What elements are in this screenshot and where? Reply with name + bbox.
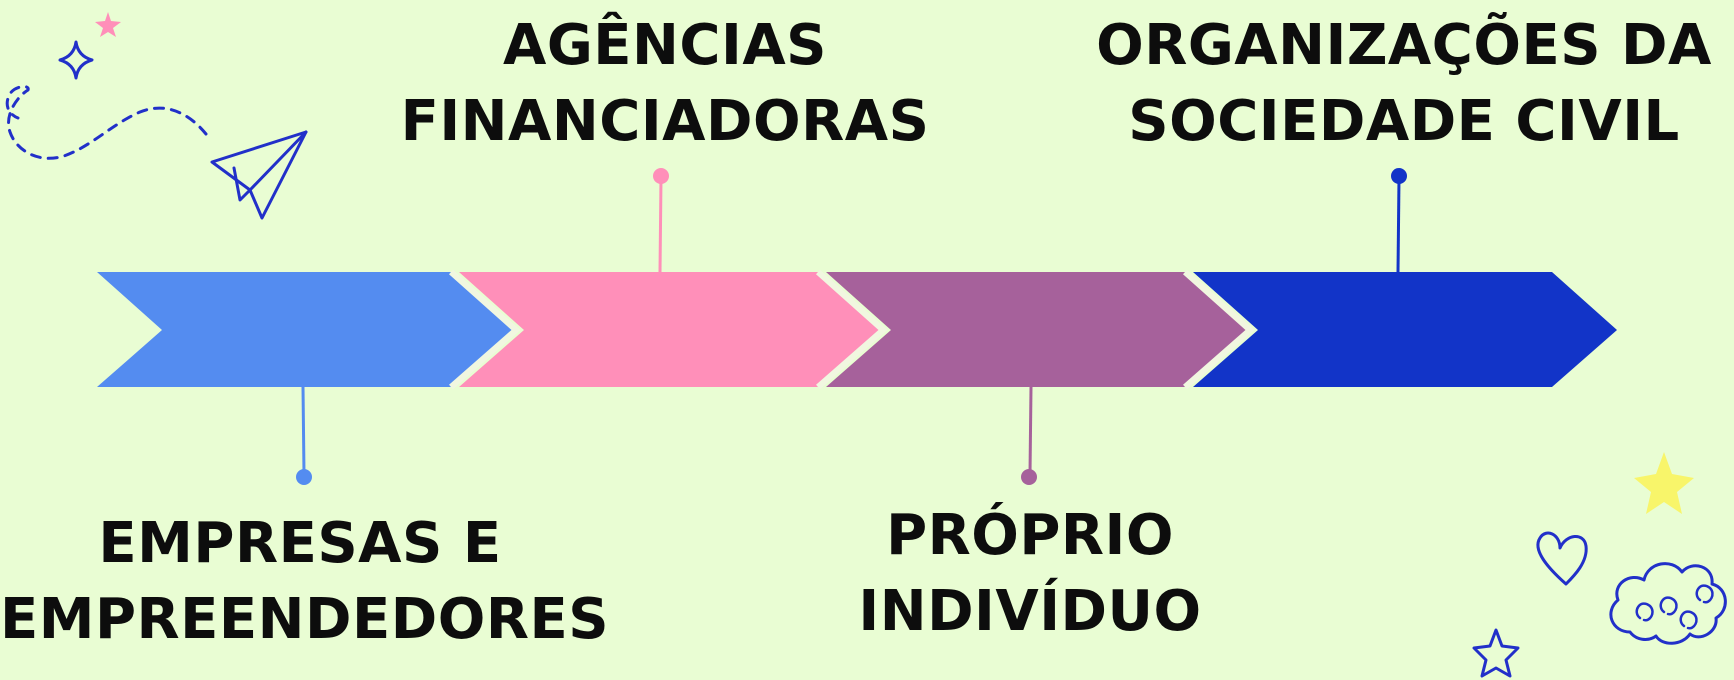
label-line: AGÊNCIAS bbox=[502, 13, 828, 78]
separator-line bbox=[1183, 269, 1255, 390]
outline-star-icon bbox=[1472, 628, 1520, 678]
cloud-swirls bbox=[1635, 584, 1714, 630]
label-line: ORGANIZAÇÕES DA bbox=[1096, 13, 1712, 78]
sparkle-icon bbox=[58, 40, 94, 80]
heart-icon bbox=[1536, 531, 1588, 586]
segment-agencias bbox=[459, 272, 883, 387]
label-agencias-financiadoras: AGÊNCIAS FINANCIADORAS bbox=[370, 8, 960, 160]
label-proprio-individuo: PRÓPRIO INDIVÍDUO bbox=[800, 498, 1260, 650]
yellow-star-icon bbox=[1634, 452, 1694, 514]
label-line: EMPREENDEDORES bbox=[0, 587, 610, 652]
connector-agencias bbox=[653, 168, 669, 273]
label-line: PRÓPRIO bbox=[886, 503, 1174, 568]
label-empresas-empreendedores: EMPRESAS E EMPREENDEDORES bbox=[0, 506, 610, 658]
separator-line bbox=[449, 269, 521, 390]
separator-line bbox=[816, 269, 888, 390]
connector-empresas bbox=[296, 386, 312, 485]
segment-proprio-individuo bbox=[826, 272, 1250, 387]
label-line: SOCIEDADE CIVIL bbox=[1128, 89, 1680, 154]
pink-star-icon bbox=[95, 12, 121, 37]
label-line: EMPRESAS E bbox=[98, 511, 502, 576]
paper-plane-icon bbox=[210, 130, 308, 220]
label-line: FINANCIADORAS bbox=[400, 89, 930, 154]
arrow-band bbox=[97, 269, 1617, 390]
cloud-icon bbox=[1609, 562, 1727, 645]
segment-empresas bbox=[97, 272, 516, 387]
connector-proprio bbox=[1021, 386, 1037, 485]
connector-organizacoes bbox=[1391, 168, 1407, 273]
label-organizacoes-sociedade-civil: ORGANIZAÇÕES DA SOCIEDADE CIVIL bbox=[1084, 8, 1724, 160]
dashed-trail-icon bbox=[5, 85, 208, 160]
segment-organizacoes bbox=[1193, 272, 1617, 387]
label-line: INDIVÍDUO bbox=[858, 579, 1202, 644]
